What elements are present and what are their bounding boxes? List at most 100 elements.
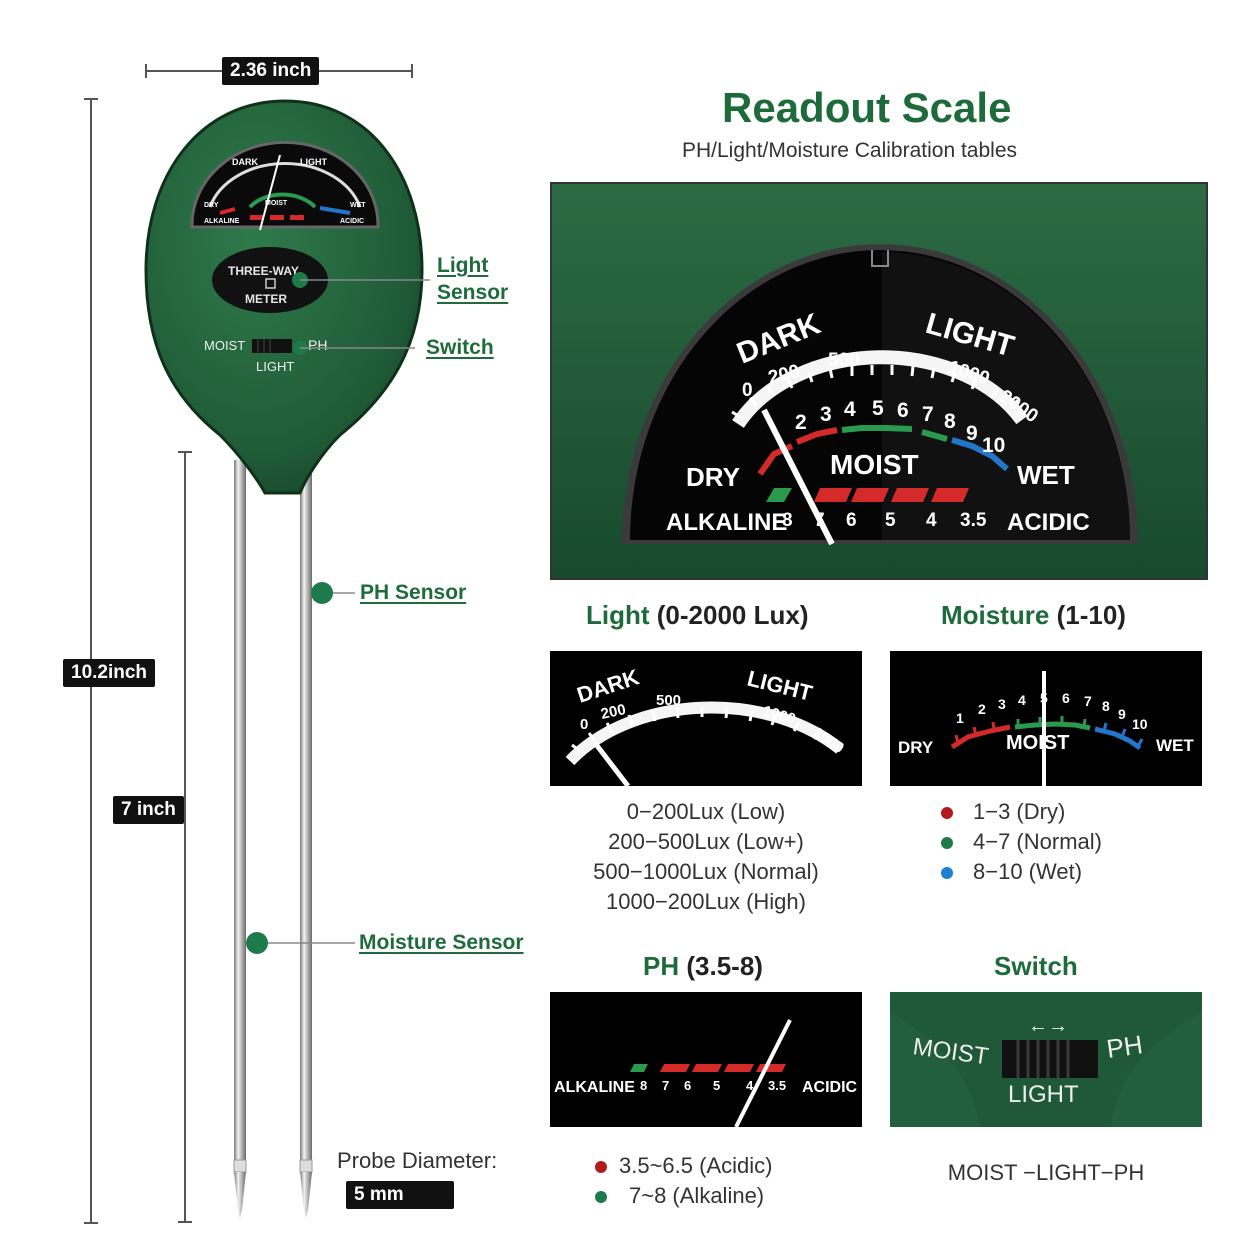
mini-alkaline-label: ALKALINE [204, 218, 240, 225]
callout-moisture-sensor: Moisture Sensor [359, 931, 524, 954]
ph-panel-tick-7: 7 [662, 1078, 669, 1093]
light-section-heading: Light (0-2000 Lux) [586, 600, 809, 631]
callout-switch: Switch [426, 336, 494, 359]
ph-scale-panel: ALKALINE 8 7 6 5 4 3.5 ACIDIC [550, 992, 862, 1127]
switch-panel: MOIST PH LIGHT ←→ [890, 992, 1202, 1127]
callout-light-sensor-1: Light [437, 254, 489, 277]
moisture-legend-wet: 8−10 (Wet) [941, 857, 1102, 887]
switch-panel-ph: PH [1105, 1029, 1145, 1064]
moisture-legend-normal: 4−7 (Normal) [941, 827, 1102, 857]
light-panel-tick-1000: 1000 [761, 703, 798, 729]
ph-legend-acidic: 3.5~6.5 (Acidic) [595, 1151, 772, 1181]
light-panel-dark: DARK [574, 664, 642, 707]
moisture-legend-dry: 1−3 (Dry) [941, 797, 1102, 827]
ph-panel-tick-8: 8 [640, 1078, 647, 1093]
light-ranges: 0−200Lux (Low) 200−500Lux (Low+) 500−100… [550, 797, 862, 917]
light-range-low-plus: 200−500Lux (Low+) [608, 829, 804, 854]
callout-leaders [246, 279, 430, 954]
light-scale-panel: DARK LIGHT 0 200 500 1000 2000 [550, 651, 862, 786]
ph-probe [299, 460, 313, 1218]
big-moist-tick-2: 2 [795, 411, 807, 434]
moisture-section-heading: Moisture (1-10) [941, 600, 1126, 631]
ph-panel-tick-5: 5 [713, 1078, 720, 1093]
probe-length-label: 7 inch [113, 796, 184, 824]
big-lux-tick-500: 500 [828, 350, 860, 371]
readout-title: Readout Scale [722, 84, 1012, 131]
green-dot-icon [941, 837, 953, 850]
big-moist-tick-6: 6 [897, 399, 909, 422]
light-heading-green: Light [586, 600, 650, 630]
moisture-panel-dry: DRY [898, 738, 934, 757]
big-wet-label: WET [1017, 460, 1075, 490]
ph-heading-range: (3.5-8) [686, 951, 763, 981]
width-label: 2.36 inch [222, 57, 320, 85]
ph-legend-acidic-label: 3.5~6.5 (Acidic) [619, 1153, 773, 1178]
moisture-panel-tick-6: 6 [1062, 690, 1070, 706]
light-panel-tick-2000: 2000 [810, 724, 847, 757]
moisture-panel-tick-7: 7 [1084, 693, 1092, 709]
big-moist-tick-7: 7 [922, 403, 934, 426]
mini-dark-label: DARK [232, 157, 258, 167]
ph-legend: 3.5~6.5 (Acidic) 7~8 (Alkaline) [595, 1151, 772, 1211]
mini-wet-label: WET [350, 202, 366, 209]
height-label: 10.2inch [63, 659, 156, 687]
big-moist-tick-10: 10 [982, 434, 1005, 457]
device-illustration: 2.36 inch 10.2inch 7 inch [0, 0, 560, 1254]
callout-light-sensor-2: Sensor [437, 281, 509, 304]
moisture-heading-range: (1-10) [1056, 600, 1126, 630]
moisture-panel-wet: WET [1156, 736, 1194, 755]
ph-section-heading: PH (3.5-8) [643, 951, 763, 982]
mini-moist-label: MOIST [265, 200, 288, 207]
moisture-legend-dry-label: 1−3 (Dry) [973, 799, 1066, 824]
callout-ph-sensor: PH Sensor [360, 581, 467, 604]
big-lux-tick-0: 0 [742, 380, 753, 401]
meter-body: DARK LIGHT DRY MOIST WET ALKALINE ACIDIC… [144, 99, 424, 495]
moisture-heading-green: Moisture [941, 600, 1050, 630]
moisture-scale-panel: DRY MOIST WET 1 2 3 4 5 6 7 8 9 10 [890, 651, 1202, 786]
probe-diameter-label: Probe Diameter: [337, 1148, 498, 1173]
big-moist-tick-4: 4 [844, 398, 856, 421]
probe-length-dimension-line [178, 451, 192, 1223]
moisture-panel-tick-3: 3 [998, 696, 1006, 712]
moisture-panel-tick-1: 1 [956, 710, 964, 726]
probes [233, 460, 313, 1218]
moisture-probe [233, 460, 247, 1218]
double-arrow-icon: ←→ [1028, 1015, 1068, 1037]
ph-legend-alkaline-label: 7~8 (Alkaline) [629, 1183, 765, 1208]
blue-dot-icon [941, 867, 953, 880]
light-panel-light: LIGHT [745, 666, 816, 706]
big-ph-tick-5: 5 [885, 510, 896, 531]
big-moist-tick-9: 9 [966, 422, 978, 445]
switch-caption: MOIST −LIGHT−PH [947, 1160, 1145, 1185]
moisture-panel-tick-2: 2 [978, 701, 986, 717]
light-range-low: 0−200Lux (Low) [626, 799, 786, 824]
light-range-normal: 500−1000Lux (Normal) [593, 859, 819, 884]
moisture-legend-normal-label: 4−7 (Normal) [973, 829, 1102, 854]
mini-light-label: LIGHT [300, 157, 327, 167]
big-moist-tick-5: 5 [872, 397, 884, 420]
moisture-panel-moist: MOIST [1006, 732, 1069, 754]
moisture-legend: 1−3 (Dry) 4−7 (Normal) 8−10 (Wet) [941, 797, 1102, 887]
probe-diameter-value: 5 mm [346, 1181, 454, 1209]
ph-panel-tick-3-5: 3.5 [768, 1078, 786, 1093]
big-moist-label: MOIST [830, 449, 919, 480]
mini-dry-label: DRY [204, 202, 219, 209]
big-moist-tick-8: 8 [944, 410, 956, 433]
light-panel-tick-500: 500 [656, 692, 681, 709]
moisture-panel-tick-4: 4 [1018, 692, 1026, 708]
ph-scale-svg: ALKALINE 8 7 6 5 4 3.5 ACIDIC [554, 1019, 858, 1127]
big-ph-tick-3-5: 3.5 [960, 510, 987, 531]
big-acidic-label: ACIDIC [1007, 509, 1090, 536]
light-range-high: 1000−200Lux (High) [606, 889, 806, 914]
green-dot-icon [595, 1191, 607, 1204]
device-switch-moist: MOIST [204, 338, 245, 353]
moisture-panel-tick-9: 9 [1118, 706, 1126, 722]
big-dial-panel: DARK LIGHT 0 200 500 1000 2000 2 3 4 5 6… [550, 182, 1208, 580]
mini-acidic-label: ACIDIC [340, 218, 364, 225]
moisture-panel-tick-8: 8 [1102, 698, 1110, 714]
ph-panel-tick-6: 6 [684, 1078, 691, 1093]
ph-panel-tick-4: 4 [746, 1078, 754, 1093]
light-panel-tick-0: 0 [580, 716, 588, 733]
three-way-text: THREE-WAY [228, 264, 299, 278]
moisture-legend-wet-label: 8−10 (Wet) [973, 859, 1083, 884]
